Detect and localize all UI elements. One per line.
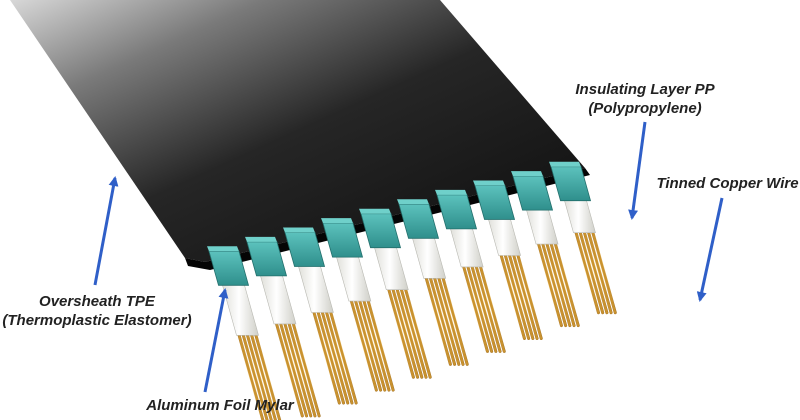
copper-strand-highlight: [581, 223, 608, 314]
insulating-layer-label-line2: (Polypropylene): [588, 100, 702, 117]
copper-strand-highlight: [402, 280, 432, 379]
copper-strand-highlight: [393, 280, 423, 379]
copper-strand-highlight: [547, 235, 576, 327]
copper-strand-highlight: [319, 303, 349, 405]
tinned-copper-label: Tinned Copper Wire: [655, 174, 800, 193]
copper-strand-highlight: [552, 235, 580, 327]
copper-strand-highlight: [589, 223, 617, 314]
copper-strand-highlight: [290, 314, 321, 417]
insulation-top: [359, 208, 391, 214]
copper-strand-highlight: [439, 269, 469, 366]
oversheath-arrow: [93, 176, 119, 286]
conductor: [321, 218, 395, 392]
copper-strand-highlight: [464, 257, 493, 353]
copper-strand-highlight: [235, 326, 264, 420]
copper-strand-highlight: [473, 257, 502, 353]
conductor: [283, 227, 358, 405]
conductor: [511, 171, 580, 328]
oversheath-label-line1: Oversheath TPE: [39, 293, 155, 310]
copper-strand-highlight: [248, 326, 277, 420]
oversheath-label-line2: (Thermoplastic Elastomer): [2, 312, 192, 329]
insulation-top: [435, 189, 467, 195]
copper-strand-highlight: [506, 246, 534, 340]
copper-strand-highlight: [244, 326, 273, 420]
insulation-top: [207, 246, 239, 252]
conductor: [245, 236, 321, 418]
copper-strand-highlight: [277, 314, 308, 417]
copper-strand-highlight: [468, 257, 497, 353]
copper-strand-highlight: [572, 223, 600, 314]
copper-strand-highlight: [585, 223, 613, 314]
insulation-top: [473, 180, 505, 186]
conductor: [549, 161, 617, 315]
copper-strand-highlight: [398, 280, 428, 379]
copper-strand-highlight: [497, 246, 526, 340]
copper-strand-highlight: [348, 292, 378, 392]
insulation-top: [245, 236, 277, 242]
copper-strand-highlight: [576, 223, 604, 314]
insulation-top: [283, 227, 315, 233]
copper-strand-highlight: [539, 235, 567, 327]
copper-strand-highlight: [514, 246, 543, 340]
aluminum-foil-label-line1: Aluminum Foil Mylar: [146, 397, 294, 414]
copper-strand-highlight: [535, 235, 563, 327]
copper-strand-highlight: [356, 292, 386, 392]
conductor: [359, 208, 432, 379]
copper-strand-highlight: [273, 314, 304, 417]
copper-strand-highlight: [389, 280, 419, 379]
insulating-layer-label: Insulating Layer PP (Polypropylene): [560, 80, 730, 118]
copper-strand-highlight: [327, 303, 358, 405]
copper-strand-highlight: [477, 257, 506, 353]
copper-strand-highlight: [385, 280, 415, 379]
copper-strand-highlight: [314, 303, 345, 405]
copper-strand-highlight: [360, 292, 391, 392]
insulating-layer-arrow: [628, 121, 647, 220]
conductor: [397, 199, 469, 366]
copper-strand-highlight: [323, 303, 354, 405]
copper-strand-highlight: [239, 326, 269, 420]
insulation-top: [549, 161, 581, 167]
insulation-top: [511, 171, 543, 177]
conductor: [207, 246, 282, 420]
copper-strand-highlight: [543, 235, 571, 327]
tinned-copper-arrow: [696, 197, 724, 302]
copper-strand-highlight: [281, 314, 312, 417]
copper-strand-highlight: [427, 269, 456, 366]
copper-strand-highlight: [460, 257, 489, 353]
conductor-group: [207, 161, 617, 420]
copper-strand-highlight: [431, 269, 460, 366]
aluminum-foil-arrow: [203, 288, 229, 393]
oversheath-label: Oversheath TPE (Thermoplastic Elastomer): [2, 292, 192, 330]
copper-strand-highlight: [502, 246, 530, 340]
copper-strand-highlight: [352, 292, 382, 392]
copper-strand-highlight: [310, 303, 341, 405]
copper-strand-highlight: [252, 326, 281, 420]
copper-strand-highlight: [364, 292, 395, 392]
copper-strand-highlight: [510, 246, 539, 340]
insulating-layer-label-line1: Insulating Layer PP: [575, 81, 715, 98]
conductor: [473, 180, 543, 340]
conductor: [435, 189, 506, 353]
copper-strand-highlight: [422, 269, 452, 366]
tinned-copper-label-line1: Tinned Copper Wire: [656, 175, 799, 192]
copper-strand-highlight: [435, 269, 465, 366]
insulation-top: [397, 199, 429, 205]
insulation-top: [321, 218, 353, 224]
copper-strand-highlight: [285, 314, 317, 417]
aluminum-foil-label: Aluminum Foil Mylar: [125, 396, 315, 415]
